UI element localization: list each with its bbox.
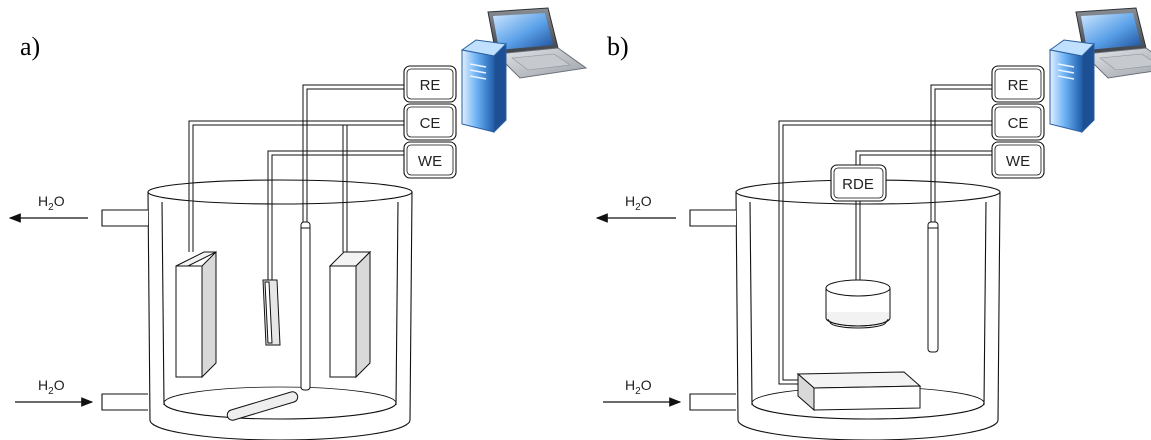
- counter-electrode-block: [796, 371, 922, 412]
- water-outlet-label: H2O: [38, 193, 65, 213]
- water-outlet: H2O: [8, 193, 88, 223]
- water-inlet-label: H2O: [625, 377, 652, 397]
- terminal-re: RE: [403, 65, 457, 103]
- terminal-we: WE: [991, 141, 1045, 179]
- terminal-re-label: RE: [1008, 77, 1029, 94]
- water-outlet: H2O: [595, 193, 676, 223]
- terminal-we: WE: [403, 141, 457, 179]
- terminal-ce-label: CE: [420, 115, 441, 132]
- panel-b-label: b): [607, 32, 629, 61]
- water-outlet-label: H2O: [625, 193, 652, 213]
- rde-label: RDE: [842, 176, 874, 193]
- water-inlet: H2O: [603, 377, 682, 407]
- terminal-ce: CE: [991, 103, 1045, 141]
- rotating-disk-electrode: [825, 279, 891, 329]
- reference-electrode: [300, 221, 311, 391]
- terminal-we-label: WE: [418, 153, 442, 170]
- terminal-re-label: RE: [420, 77, 441, 94]
- terminal-re: RE: [991, 65, 1045, 103]
- water-inlet-label: H2O: [38, 377, 65, 397]
- panel-b: b) H2O H2O: [595, 7, 1151, 440]
- water-inlet: H2O: [15, 377, 94, 407]
- terminal-we-label: WE: [1006, 153, 1030, 170]
- wires: [188, 84, 404, 280]
- stir-bar: [226, 391, 299, 421]
- panel-a: a) H2O H2O: [8, 7, 587, 440]
- computer-icon: [461, 7, 587, 133]
- panel-a-label: a): [20, 32, 40, 61]
- reference-electrode: [927, 221, 939, 353]
- counter-electrode-left: [175, 250, 217, 379]
- terminal-ce: CE: [403, 103, 457, 141]
- counter-electrode-right: [328, 250, 372, 379]
- jacketed-beaker: [101, 179, 413, 440]
- rde-box: RDE: [830, 164, 887, 202]
- terminal-ce-label: CE: [1008, 115, 1029, 132]
- wires: [778, 84, 992, 385]
- computer-icon: [1049, 7, 1151, 133]
- working-electrode: [262, 279, 281, 346]
